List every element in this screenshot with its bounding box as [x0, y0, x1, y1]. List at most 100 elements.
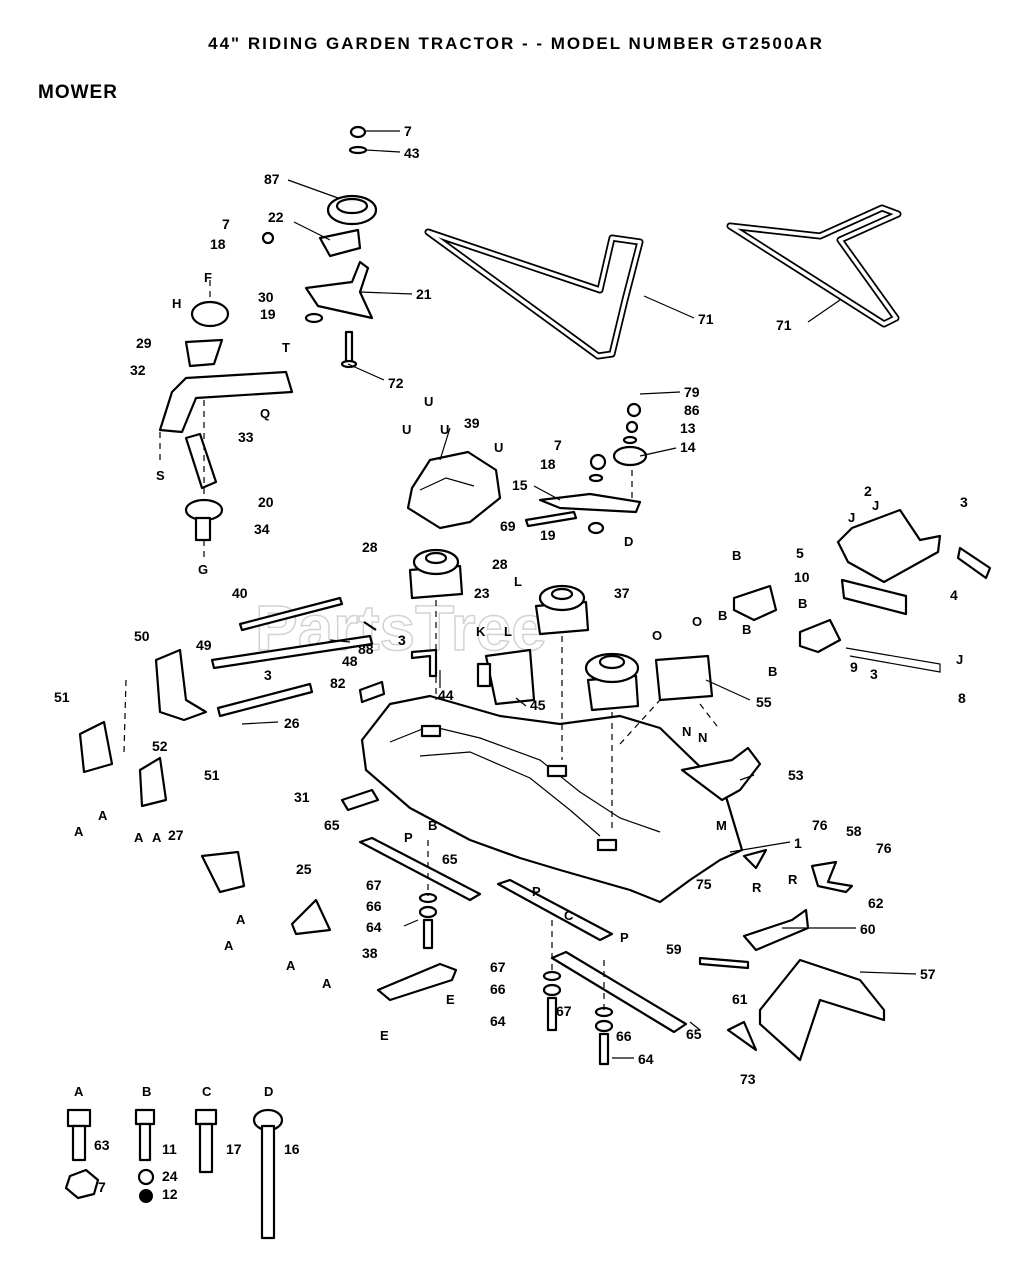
bracket-10 [732, 584, 778, 622]
callout-28: 28 [362, 539, 378, 555]
connector-letter: G [198, 562, 208, 577]
connector-letter: J [872, 498, 879, 513]
callout-75: 75 [696, 876, 712, 892]
bracket-50 [154, 648, 208, 722]
callout-45: 45 [530, 697, 546, 713]
callout-48: 48 [342, 653, 358, 669]
connector-letter: A [98, 808, 108, 823]
belt-shield-39 [406, 450, 502, 530]
plate-5 [840, 578, 908, 616]
connector-letter: T [282, 340, 290, 355]
connector-letter: E [446, 992, 455, 1007]
callout-3: 3 [398, 632, 406, 648]
callout-37: 37 [614, 585, 630, 601]
idler-arm-21 [304, 260, 374, 320]
bolt-11 [134, 1108, 156, 1162]
nut-7-top [349, 125, 367, 139]
callout-86: 86 [684, 402, 700, 418]
callout-71: 71 [776, 317, 792, 333]
callout-51: 51 [54, 689, 70, 705]
bracket-51-right [138, 756, 168, 808]
callout-3: 3 [870, 666, 878, 682]
connector-letter: R [752, 880, 762, 895]
bracket-38 [376, 962, 458, 1002]
connector-letter: B [742, 622, 751, 637]
callout-14: 14 [680, 439, 696, 455]
bolt-64-left [422, 918, 434, 950]
connector-letter: D [624, 534, 633, 549]
callout-16: 16 [284, 1141, 300, 1157]
connector-letter: S [156, 468, 165, 483]
connector-letter: A [224, 938, 234, 953]
connector-letter: U [424, 394, 433, 409]
bracket-25 [290, 898, 332, 936]
callout-32: 32 [130, 362, 146, 378]
connector-letter: N [698, 730, 707, 745]
callout-44: 44 [438, 687, 454, 703]
callout-20: 20 [258, 494, 274, 510]
callout-72: 72 [388, 375, 404, 391]
spindle-28-left [408, 548, 464, 600]
callout-67: 67 [490, 959, 506, 975]
bracket-9 [798, 618, 842, 654]
callout-67: 67 [556, 1003, 572, 1019]
connector-letter: B [718, 608, 727, 623]
callout-7: 7 [222, 216, 230, 232]
connector-letter: A [74, 824, 84, 839]
callout-55: 55 [756, 694, 772, 710]
connector-letter: K [476, 624, 486, 639]
callout-5: 5 [796, 545, 804, 561]
connector-letter: B [798, 596, 807, 611]
bracket-27 [200, 850, 246, 894]
bracket-32 [158, 370, 294, 434]
callout-2: 2 [864, 483, 872, 499]
blade-65-center [496, 878, 614, 942]
callout-1: 1 [794, 835, 802, 851]
connector-letter: C [564, 908, 574, 923]
callout-7: 7 [404, 123, 412, 139]
callout-63: 63 [94, 1137, 110, 1153]
rod-48 [210, 634, 374, 670]
callout-15: 15 [512, 477, 528, 493]
callout-8: 8 [958, 690, 966, 706]
callout-53: 53 [788, 767, 804, 783]
connector-letter: U [440, 422, 449, 437]
blade-65-right [550, 950, 688, 1034]
callout-61: 61 [732, 991, 748, 1007]
callout-57: 57 [920, 966, 936, 982]
callout-19: 19 [540, 527, 556, 543]
callout-87: 87 [264, 171, 280, 187]
callout-73: 73 [740, 1071, 756, 1087]
bracket-29 [184, 338, 224, 368]
bracket-22 [318, 228, 362, 258]
shield-55 [654, 654, 714, 702]
callout-67: 67 [366, 877, 382, 893]
callout-76: 76 [812, 817, 828, 833]
callout-65: 65 [442, 851, 458, 867]
callout-7: 7 [98, 1179, 106, 1195]
callout-4: 4 [950, 587, 958, 603]
deflector-75 [742, 848, 768, 870]
callout-51: 51 [204, 767, 220, 783]
callout-79: 79 [684, 384, 700, 400]
pulley-30 [190, 300, 230, 328]
callout-25: 25 [296, 861, 312, 877]
connector-letter: R [788, 872, 798, 887]
callout-64: 64 [490, 1013, 506, 1029]
callout-23: 23 [474, 585, 490, 601]
callout-43: 43 [404, 145, 420, 161]
spacer-34 [194, 516, 212, 542]
spring-40 [238, 596, 344, 632]
callout-27: 27 [168, 827, 184, 843]
callout-65: 65 [686, 1026, 702, 1042]
nut-7 [64, 1168, 100, 1200]
callout-65: 65 [324, 817, 340, 833]
bracket-58 [810, 860, 854, 894]
section-title: MOWER [38, 82, 118, 103]
bracket-53 [680, 746, 762, 802]
bolt-64-center [546, 996, 558, 1032]
connector-letter: Q [260, 406, 270, 421]
callout-17: 17 [226, 1141, 242, 1157]
bolt-64-right [598, 1032, 610, 1066]
